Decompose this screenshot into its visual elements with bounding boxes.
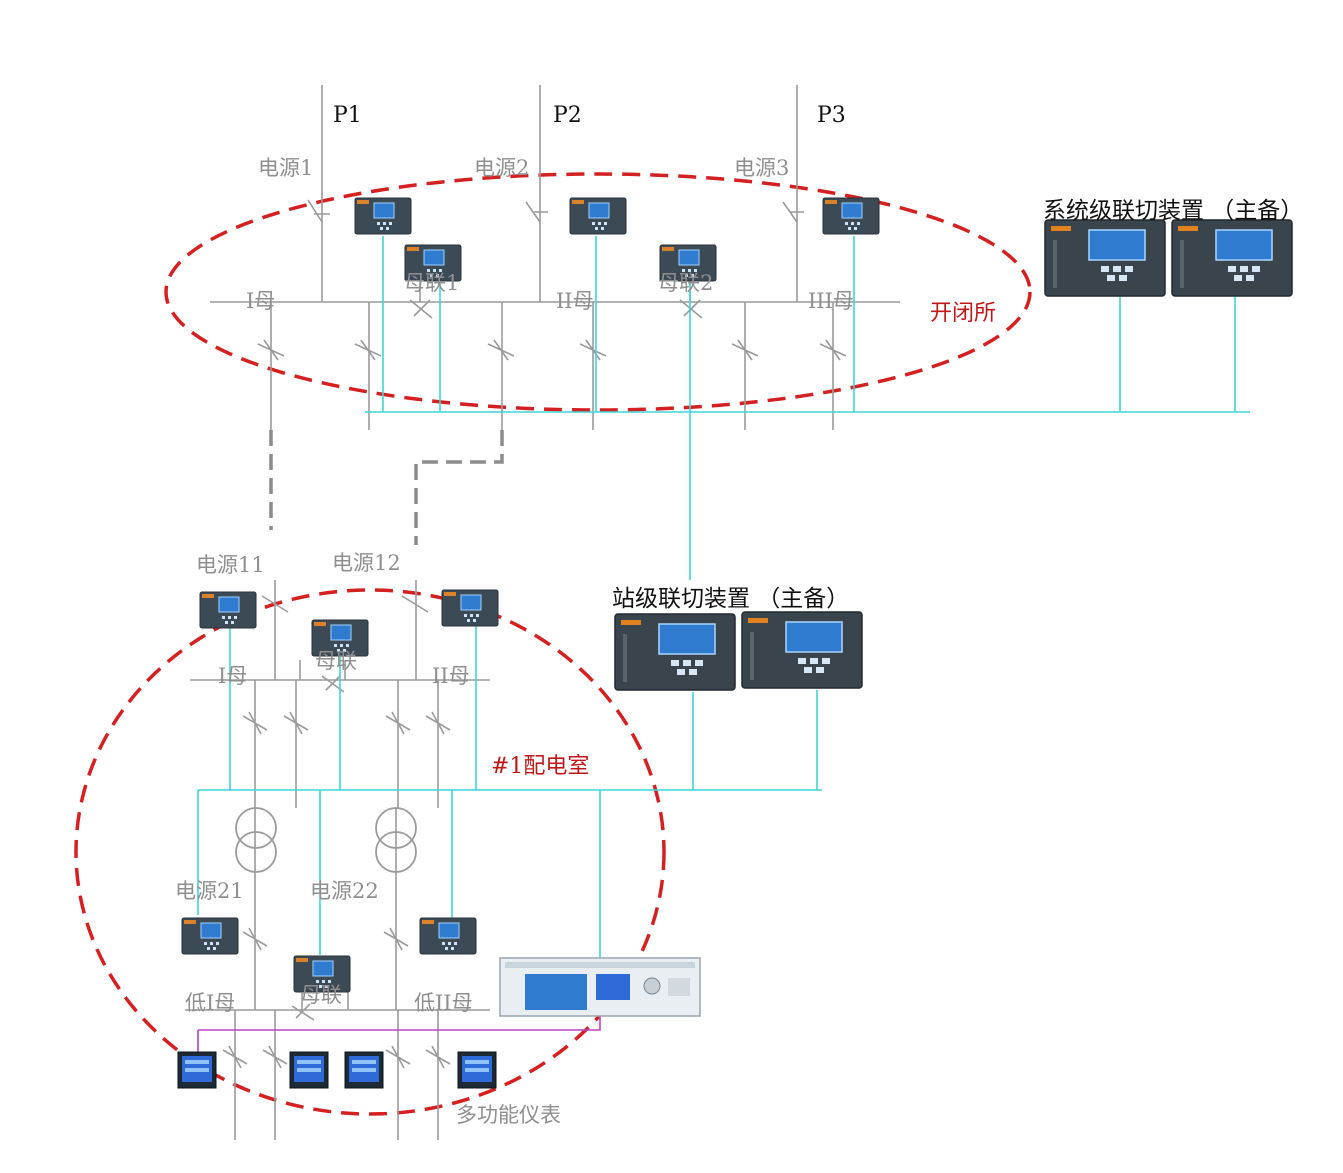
relay-source-11-icon[interactable] (199, 591, 257, 629)
coupler-label-lv: 母联 (300, 983, 342, 1007)
bus-label-iii: III母 (808, 289, 854, 313)
transformer-2-icon (375, 807, 417, 873)
coupler-label-1: 母联1 (404, 271, 459, 295)
coupler-label-2: 母联2 (658, 271, 713, 295)
relay-source-1-icon[interactable] (354, 197, 412, 235)
feeder-label-p1: P1 (333, 103, 362, 128)
source-label-3: 电源3 (734, 156, 789, 180)
source-label-12: 电源12 (332, 551, 401, 575)
meter-label: 多功能仪表 (456, 1103, 561, 1127)
meter-4-icon[interactable] (457, 1051, 497, 1089)
station-device-backup-icon[interactable] (741, 611, 863, 689)
power-lines (185, 85, 900, 1140)
distribution-room-label: #1配电室 (491, 754, 589, 779)
transformer-1-icon (235, 807, 277, 873)
source-label-22: 电源22 (310, 879, 379, 903)
system-device-label: 系统级联切装置 （主备） (1043, 198, 1303, 224)
meter-3-icon[interactable] (344, 1051, 384, 1089)
relay-source-22-icon[interactable] (419, 917, 477, 955)
bus-label-lv-i: 低I母 (185, 991, 235, 1015)
coupler-label-hv: 母联 (315, 649, 357, 673)
feeder-label-p2: P2 (553, 103, 582, 128)
bus-label-lv-ii: 低II母 (414, 991, 473, 1015)
breaker-symbols (222, 199, 847, 1069)
source-label-2: 电源2 (474, 156, 529, 180)
system-device-backup-icon[interactable] (1171, 219, 1293, 297)
bus-label-hv-i: I母 (218, 664, 247, 688)
relay-source-21-icon[interactable] (181, 917, 239, 955)
distribution-room-zone-outline (74, 588, 666, 1116)
feeder-label-p3: P3 (817, 103, 846, 128)
switchyard-zone-label: 开闭所 (930, 301, 996, 326)
fiber-link-2 (414, 430, 504, 545)
comm-manager-icon[interactable] (499, 957, 701, 1017)
source-label-21: 电源21 (175, 879, 244, 903)
relay-source-12-icon[interactable] (441, 589, 499, 627)
station-device-main-icon[interactable] (614, 613, 736, 691)
source-label-11: 电源11 (196, 553, 265, 577)
meter-1-icon[interactable] (177, 1051, 217, 1089)
communication-lines (197, 236, 1250, 960)
meter-2-icon[interactable] (289, 1051, 329, 1089)
bus-label-hv-ii: II母 (432, 664, 470, 688)
relay-source-2-icon[interactable] (569, 197, 627, 235)
switchyard-zone-outline (164, 172, 1032, 412)
system-device-main-icon[interactable] (1044, 219, 1166, 297)
meter-bus-line (197, 1016, 601, 1052)
bus-label-ii: II母 (556, 289, 594, 313)
source-label-1: 电源1 (258, 156, 313, 180)
relay-source-3-icon[interactable] (822, 197, 880, 235)
station-device-label: 站级联切装置 （主备） (612, 586, 849, 612)
bus-label-i: I母 (246, 289, 275, 313)
